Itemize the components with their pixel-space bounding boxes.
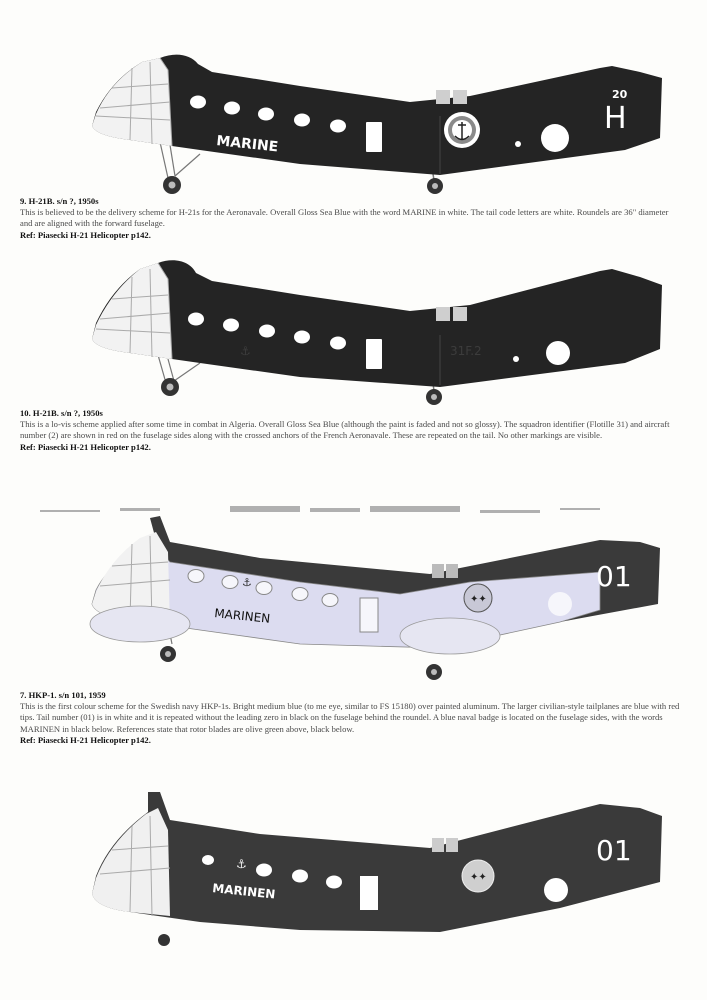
svg-text:✦✦: ✦✦ — [470, 594, 487, 605]
tail-code: 20 — [612, 88, 628, 101]
entry-description: This is the first colour scheme for the … — [20, 701, 680, 734]
entry-reference: Ref: Piasecki H-21 Helicopter p142. — [20, 229, 151, 240]
fuselage-marking-marinen: MARINEN — [214, 606, 271, 626]
caption-entry-3: 7. HKP-1. s/n 101, 1959 This is the firs… — [20, 690, 680, 746]
tail-letter: H — [604, 101, 627, 136]
helicopter-profile-2: 31F.2 ⚓ — [92, 260, 662, 405]
tail-number: 01 — [596, 560, 632, 593]
entry-heading: 10. H-21B. s/n ?, 1950s — [20, 408, 103, 418]
fuselage-marking-marine: MARINE — [216, 133, 279, 155]
entry-heading: 9. H-21B. s/n ?, 1950s — [20, 196, 99, 206]
entry-description: This is believed to be the delivery sche… — [20, 207, 669, 229]
entry-heading: 7. HKP-1. s/n 101, 1959 — [20, 690, 106, 700]
photocopy-noise — [40, 506, 600, 513]
tail-number-dark: 01 — [596, 834, 632, 867]
svg-text:⚓: ⚓ — [242, 576, 252, 589]
svg-text:⚓: ⚓ — [240, 344, 251, 358]
entry-reference: Ref: Piasecki H-21 Helicopter p142. — [20, 441, 151, 452]
caption-entry-1: 9. H-21B. s/n ?, 1950s This is believed … — [20, 196, 680, 241]
svg-text:✦✦: ✦✦ — [470, 872, 487, 883]
fuselage-code-lovis: 31F.2 — [450, 344, 482, 358]
fuselage-marking-marinen-dark: MARINEN — [212, 881, 276, 902]
entry-reference: Ref: Piasecki H-21 Helicopter p142. — [20, 734, 151, 745]
helicopter-profile-4: ✦✦ ⚓ MARINEN 01 — [92, 792, 662, 946]
entry-description: This is a lo-vis scheme applied after so… — [20, 419, 670, 441]
svg-text:⚓: ⚓ — [236, 857, 247, 871]
caption-entry-2: 10. H-21B. s/n ?, 1950s This is a lo-vis… — [20, 408, 680, 453]
helicopter-profile-3: ✦✦ ⚓ MARINEN 01 — [89, 516, 660, 680]
helicopter-profile-1: MARINE H 20 — [92, 54, 662, 194]
